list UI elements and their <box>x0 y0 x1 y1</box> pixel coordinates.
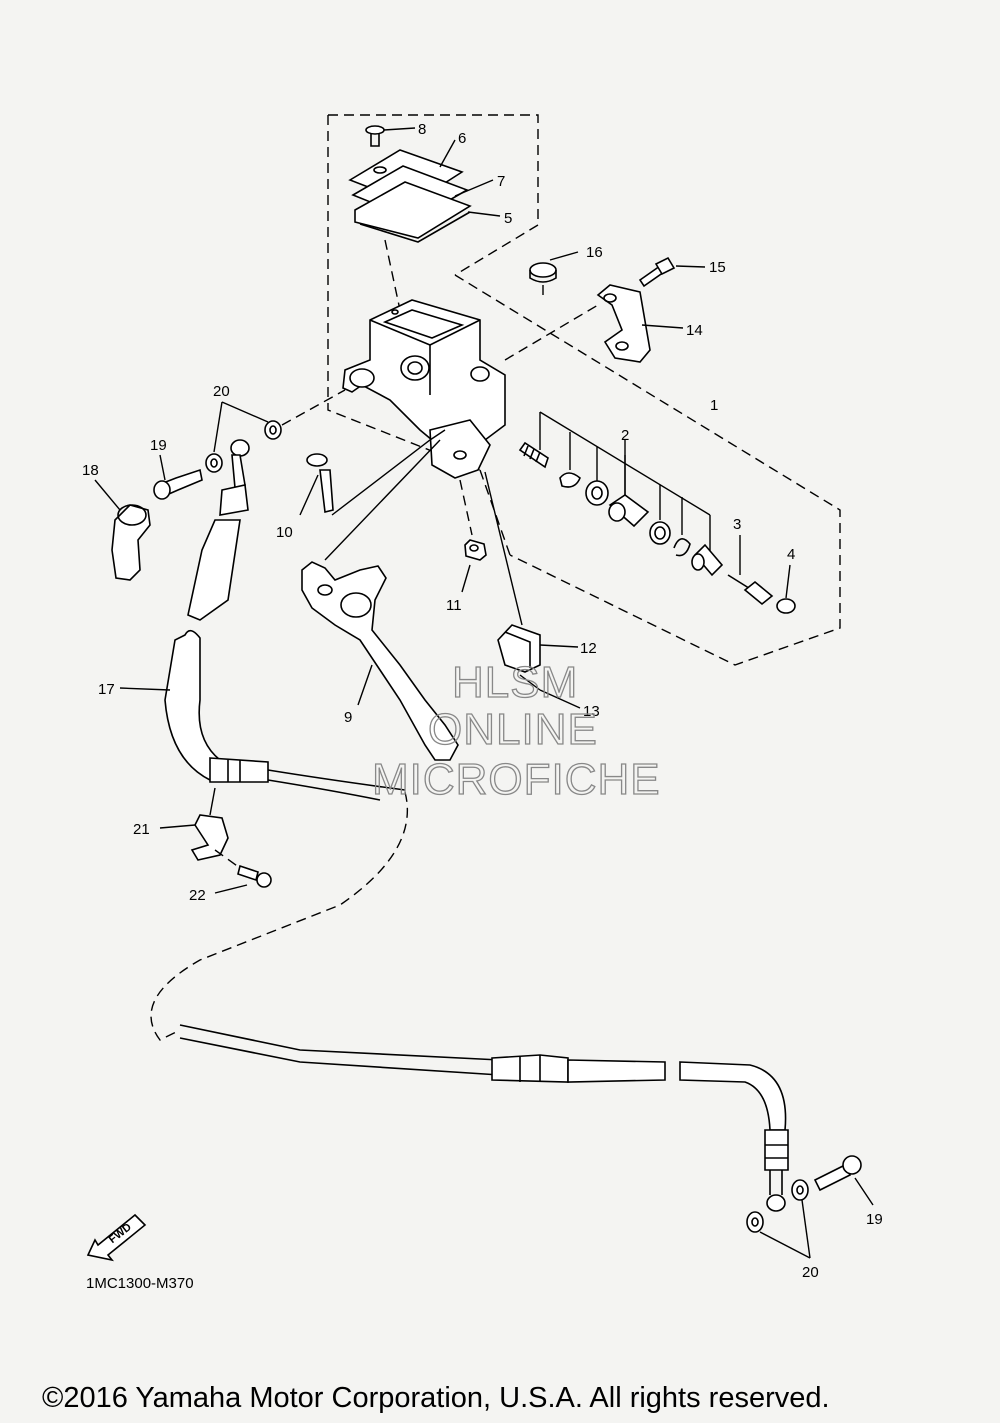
boot-part <box>691 543 724 577</box>
screw-part-8 <box>365 125 416 147</box>
screw-part-13 <box>519 674 581 709</box>
callout-7: 7 <box>497 173 505 190</box>
callout-18: 18 <box>82 462 99 479</box>
spring-part <box>518 441 549 469</box>
callout-5: 5 <box>504 210 512 227</box>
hose-clamp-part-21 <box>159 787 229 861</box>
callout-16: 16 <box>586 244 603 261</box>
callout-12: 12 <box>580 640 597 657</box>
banjo-bolt-part-19-upper <box>153 454 203 500</box>
forward-arrow-icon: FWD <box>86 1213 147 1262</box>
clutch-hose-part-17 <box>119 439 406 801</box>
cap-part-18 <box>94 479 151 581</box>
bolt-part-22 <box>214 849 272 894</box>
callout-19-lower: 19 <box>866 1211 883 1228</box>
callout-22: 22 <box>189 887 206 904</box>
bolt-part-15 <box>638 256 706 288</box>
callout-21: 21 <box>133 821 150 838</box>
holder-clamp-part-14 <box>504 284 684 363</box>
nut-part-11 <box>459 479 487 593</box>
callout-17: 17 <box>98 681 115 698</box>
clutch-pipe <box>150 791 789 1212</box>
callout-8: 8 <box>418 121 426 138</box>
clip-part <box>559 472 581 488</box>
callout-3: 3 <box>733 516 741 533</box>
callout-20-upper: 20 <box>213 383 230 400</box>
piston-part-2 <box>608 440 650 528</box>
plug-part-16 <box>529 251 579 300</box>
callout-15: 15 <box>709 259 726 276</box>
callout-10: 10 <box>276 524 293 541</box>
spring-clip-part <box>673 538 691 557</box>
cup-seal-part <box>585 480 609 506</box>
cap-alignment-line <box>384 239 401 311</box>
diagram-code: 1MC1300-M370 <box>86 1275 194 1292</box>
clutch-lever-part-9 <box>301 439 459 761</box>
copyright-text: ©2016 Yamaha Motor Corporation, U.S.A. A… <box>42 1382 830 1414</box>
watermark: HLSM ONLINE MICROFICHE <box>371 657 661 804</box>
callout-1: 1 <box>710 397 718 414</box>
seal-ring-part <box>649 521 671 545</box>
washer-part-20-lower <box>746 1179 811 1259</box>
banjo-bolt-part-19-lower <box>813 1155 874 1206</box>
master-cylinder-assembly-dashed-outline <box>454 274 841 666</box>
callout-20-lower: 20 <box>802 1264 819 1281</box>
callout-6: 6 <box>458 130 466 147</box>
pivot-bolt-part-10 <box>299 429 446 516</box>
watermark-line-3: MICROFICHE <box>372 755 661 804</box>
watermark-line-2: ONLINE <box>428 705 598 754</box>
callout-14: 14 <box>686 322 703 339</box>
reservoir-cap-dashed-group <box>327 114 539 471</box>
master-cylinder-body <box>342 299 506 479</box>
nut-part-4 <box>776 564 796 614</box>
clutch-switch-part-12 <box>484 471 579 673</box>
callout-13: 13 <box>583 703 600 720</box>
watermark-line-1: HLSM <box>452 658 578 707</box>
callout-11: 11 <box>446 597 462 614</box>
callout-9: 9 <box>344 709 352 726</box>
callout-4: 4 <box>787 546 795 563</box>
washer-part-20-upper <box>205 389 346 473</box>
push-rod-part-3 <box>727 535 774 606</box>
diaphragm-part-5 <box>354 181 501 243</box>
callout-19-upper: 19 <box>150 437 167 454</box>
callout-2: 2 <box>621 427 629 444</box>
